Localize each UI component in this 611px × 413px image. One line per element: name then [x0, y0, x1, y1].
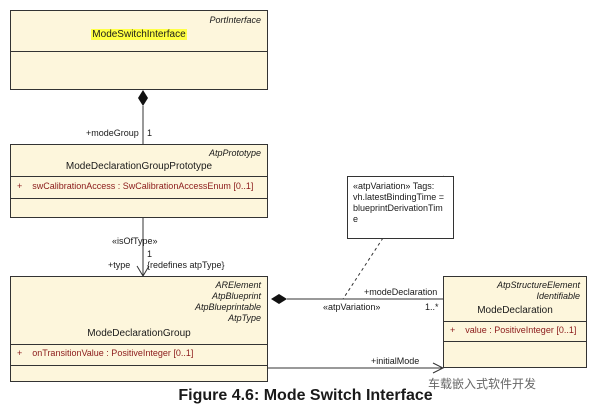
operation-compartment	[444, 341, 586, 342]
attribute-text: swCalibrationAccess : SwCalibrationAcces…	[32, 181, 254, 191]
operation-compartment	[11, 198, 267, 199]
mode-switch-interface-class[interactable]: PortInterface ModeSwitchInterface	[10, 10, 268, 90]
note-anchor-line	[342, 237, 384, 300]
operation-compartment	[11, 365, 267, 366]
is-of-type-multiplicity: 1	[147, 249, 153, 259]
note-line-1: vh.latestBindingTime =	[353, 192, 444, 202]
class-stereotype-0: AtpStructureElement	[496, 280, 580, 290]
figure-caption: Figure 4.6: Mode Switch Interface	[178, 387, 433, 404]
class-name-highlighted: ModeSwitchInterface	[91, 29, 187, 40]
watermark: 车载嵌入式软件开发	[428, 377, 537, 391]
initial-mode-arrowhead	[432, 362, 445, 374]
class-name: ModeSwitchInterface	[11, 29, 267, 40]
mode-declaration-class[interactable]: AtpStructureElement Identifiable ModeDec…	[443, 276, 587, 368]
class-name: ModeDeclarationGroupPrototype	[65, 161, 213, 172]
attribute-row: + onTransitionValue : PositiveInteger [0.…	[17, 348, 193, 358]
note-line-2: blueprintDerivationTim	[353, 203, 443, 213]
attribute-compartment	[11, 344, 267, 345]
class-stereotype-1: AtpBlueprint	[211, 291, 261, 301]
class-stereotype-0: ARElement	[215, 280, 261, 290]
attribute-compartment	[444, 321, 586, 322]
attribute-row: + value : PositiveInteger [0..1]	[450, 325, 576, 335]
mode-declaration-stereotype: «atpVariation»	[323, 302, 381, 312]
class-name: ModeDeclarationGroup	[87, 328, 191, 339]
mode-declaration-role: +modeDeclaration	[364, 287, 438, 297]
visibility-marker: +	[17, 181, 23, 191]
mode-declaration-group-prototype-class[interactable]: AtpPrototype ModeDeclarationGroupPrototy…	[10, 144, 268, 218]
redefines-constraint: {redefines atpType}	[147, 260, 225, 270]
class-stereotype-3: AtpType	[228, 313, 261, 323]
mode-declaration-multiplicity: 1..*	[425, 302, 439, 312]
class-stereotype: AtpPrototype	[208, 148, 261, 158]
atp-variation-note: «atpVariation» Tags: vh.latestBindingTim…	[347, 176, 454, 239]
composition-diamond-right	[271, 294, 287, 304]
mode-group-multiplicity: 1	[147, 128, 153, 138]
attribute-compartment	[11, 176, 267, 177]
class-stereotype-1: Identifiable	[536, 291, 580, 301]
attribute-text: value : PositiveInteger [0..1]	[465, 325, 577, 335]
attribute-text: onTransitionValue : PositiveInteger [0..…	[32, 348, 194, 358]
initial-mode-role: +initialMode	[371, 356, 420, 366]
is-of-type-stereotype: «isOfType»	[112, 236, 158, 246]
note-line-3: e	[353, 214, 359, 224]
attribute-compartment	[11, 51, 267, 52]
attribute-row: + swCalibrationAccess : SwCalibrationAcce…	[17, 181, 253, 191]
composition-diamond-top	[138, 90, 148, 106]
type-role: +type	[108, 260, 131, 270]
class-stereotype: PortInterface	[209, 15, 261, 25]
class-stereotype-2: AtpBlueprintable	[194, 302, 261, 312]
mode-declaration-group-class[interactable]: ARElement AtpBlueprint AtpBlueprintable …	[10, 276, 268, 382]
note-line-0: «atpVariation» Tags:	[353, 181, 435, 191]
visibility-marker: +	[17, 348, 23, 358]
visibility-marker: +	[450, 325, 456, 335]
mode-group-role: +modeGroup	[86, 128, 139, 138]
class-name: ModeDeclaration	[477, 305, 553, 316]
